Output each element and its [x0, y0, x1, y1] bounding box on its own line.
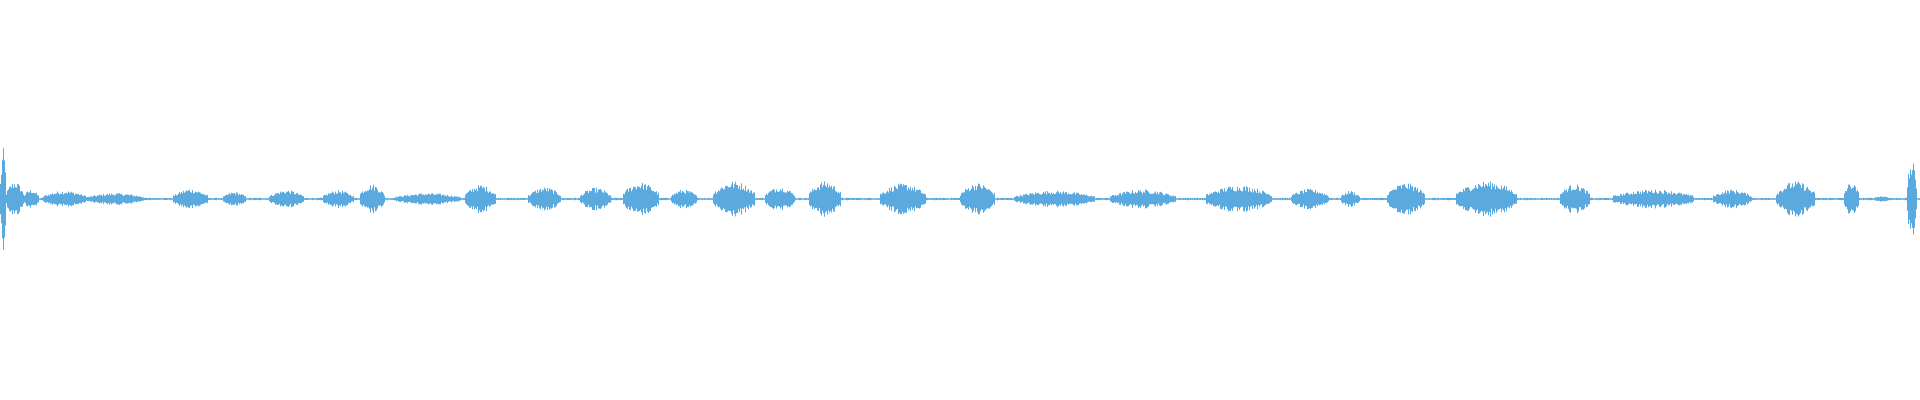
- waveform-signal: [0, 148, 1920, 250]
